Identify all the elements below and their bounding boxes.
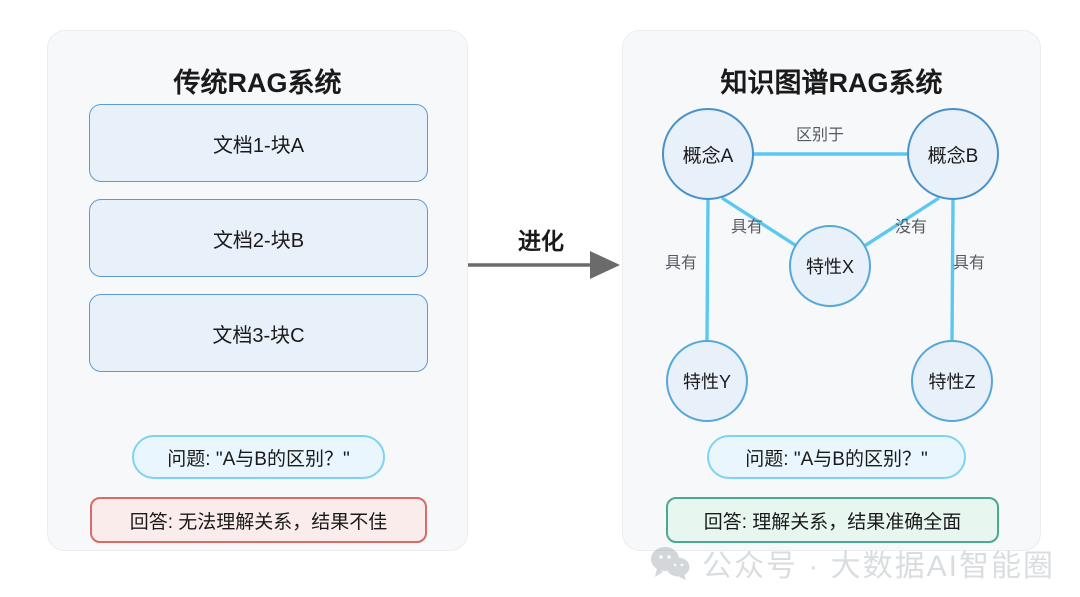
document-chunk-1: 文档1-块A: [89, 104, 428, 182]
right-question-pill: 问题: "A与B的区别？": [707, 435, 966, 479]
edge-label-b-z: 具有: [953, 255, 986, 272]
right-answer-box: 回答: 理解关系，结果准确全面: [666, 497, 999, 543]
edge-label-a-x: 具有: [731, 219, 764, 236]
document-chunk-2: 文档2-块B: [89, 199, 428, 277]
left-question-pill: 问题: "A与B的区别？": [132, 435, 385, 479]
edge-label-a-y: 具有: [665, 255, 698, 272]
knowledge-graph-rag-card: 知识图谱RAG系统 概念A 概念B 特性X 特性Y 特性Z 区别于 具有 没有 …: [622, 30, 1041, 551]
graph-node-feature-x[interactable]: 特性X: [789, 225, 871, 307]
evolution-arrow-label: 进化: [518, 228, 564, 254]
left-card-title: 传统RAG系统: [173, 68, 342, 98]
graph-node-concept-a[interactable]: 概念A: [662, 108, 754, 200]
wechat-icon: [651, 547, 690, 580]
graph-node-concept-b[interactable]: 概念B: [907, 108, 999, 200]
evolution-arrow-group: 进化: [468, 210, 622, 300]
document-chunk-3: 文档3-块C: [89, 294, 428, 372]
right-card-title: 知识图谱RAG系统: [720, 68, 943, 98]
edge-b-z: [950, 199, 955, 341]
knowledge-graph: 概念A 概念B 特性X 特性Y 特性Z 区别于 具有 没有 具有 具有: [623, 31, 1042, 471]
traditional-rag-card: 传统RAG系统 文档1-块A 文档2-块B 文档3-块C 问题: "A与B的区别…: [47, 30, 468, 551]
graph-node-feature-y[interactable]: 特性Y: [666, 340, 748, 422]
arrow-right-icon: [468, 251, 620, 279]
edge-label-a-b: 区别于: [796, 127, 845, 144]
graph-node-feature-z[interactable]: 特性Z: [911, 340, 993, 422]
edge-label-b-x: 没有: [895, 219, 928, 236]
left-answer-box: 回答: 无法理解关系，结果不佳: [90, 497, 427, 543]
edge-a-y: [705, 199, 710, 341]
